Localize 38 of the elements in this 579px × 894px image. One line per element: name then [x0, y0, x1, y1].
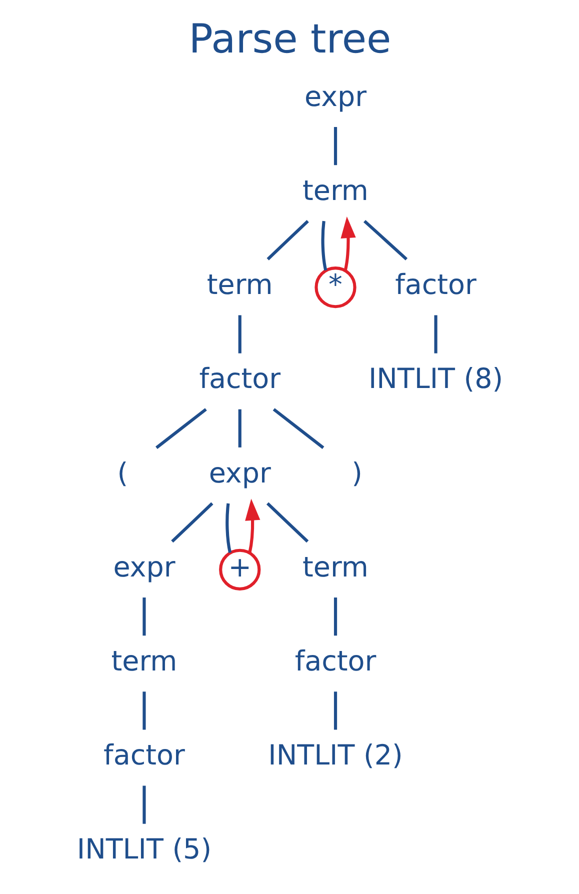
connector [238, 409, 241, 448]
connector [142, 692, 146, 730]
node-text: INTLIT (5) [76, 832, 212, 866]
node-text: expr [304, 80, 366, 113]
arrow [244, 498, 260, 553]
connector [225, 503, 232, 553]
connector [333, 598, 337, 636]
connector [142, 598, 146, 636]
node-text: expr [208, 456, 270, 490]
node-text: INTLIT (2) [268, 738, 402, 772]
node-text: ) [351, 456, 362, 490]
connector [333, 127, 337, 166]
connector [142, 786, 146, 824]
diagram-title: Parse tree [188, 16, 391, 63]
arrow [340, 216, 356, 271]
connector [362, 220, 408, 260]
connector [266, 220, 308, 260]
node-text: term [302, 174, 368, 208]
node-text: ( [116, 456, 128, 490]
node-text: term [110, 644, 177, 678]
node-circle: + [218, 548, 260, 590]
node-text: factor [103, 738, 184, 772]
node-text: term [302, 550, 368, 584]
node-text: INTLIT (8) [368, 362, 503, 396]
connector [320, 220, 327, 271]
node-text: term [206, 268, 272, 302]
node-text: factor [394, 268, 476, 302]
node-circle: * [314, 266, 356, 308]
connector [238, 315, 241, 354]
connector [266, 502, 308, 543]
connector [170, 502, 213, 543]
connector [272, 408, 324, 449]
connector [155, 408, 206, 449]
node-text: expr [112, 550, 175, 584]
node-text: factor [294, 644, 376, 678]
node-text: factor [198, 362, 280, 396]
connector [434, 315, 437, 354]
connector [333, 692, 337, 730]
